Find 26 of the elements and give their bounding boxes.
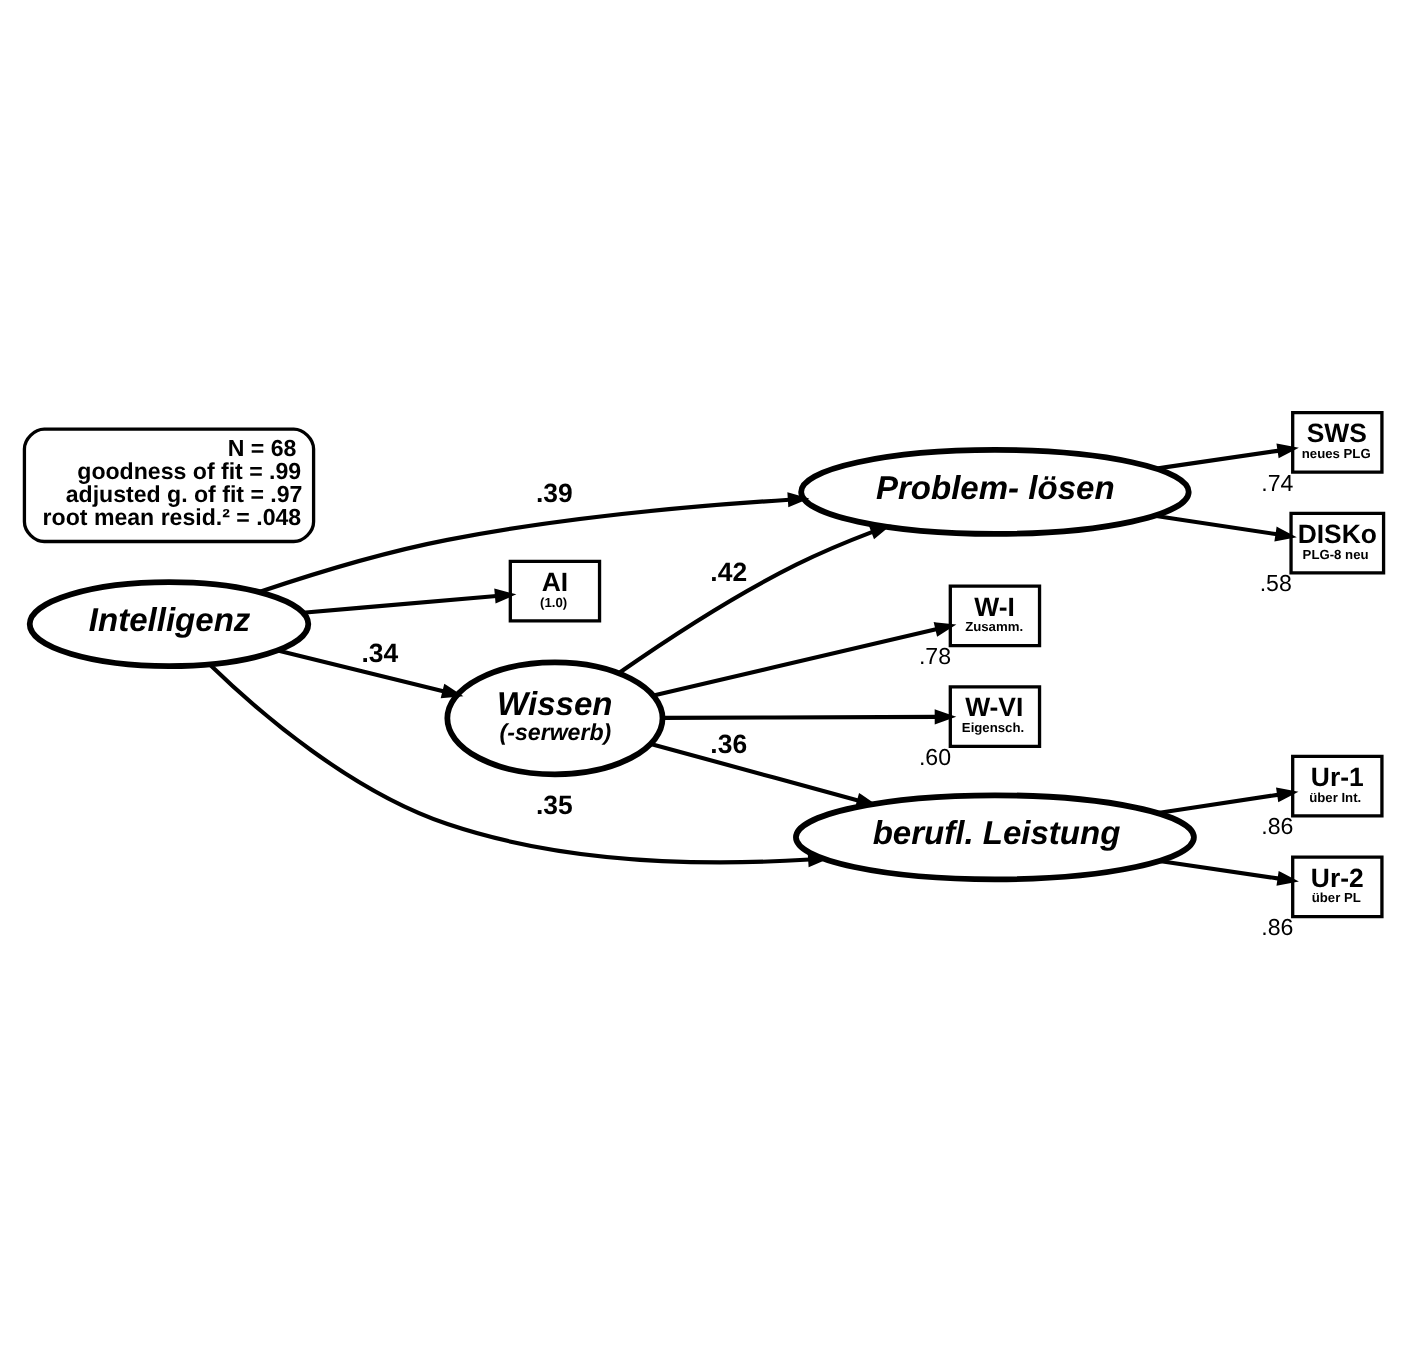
edge-label: .39 <box>535 477 573 508</box>
arrow <box>302 588 517 615</box>
arrow <box>662 709 957 725</box>
node-ellipse: Problem- lösen <box>798 447 1192 537</box>
arrow <box>617 524 892 675</box>
node-ellipse: Intelligenz <box>26 579 312 669</box>
arrow <box>1158 859 1299 886</box>
arrow <box>653 622 957 698</box>
edge-label: .36 <box>710 728 748 759</box>
arrow <box>1157 787 1299 815</box>
edge-label: .42 <box>710 556 748 587</box>
edge-label: .34 <box>361 637 399 668</box>
arrow <box>258 492 810 594</box>
node-ellipse: Wissen (-serwerb) <box>444 659 666 778</box>
node-label: .58 <box>1259 573 1292 598</box>
arrow <box>650 741 878 808</box>
node-box: N = 68 goodness of fit = .99 adjusted g. of fit = .97 root mean resid.² = .048 <box>22 427 316 544</box>
arrow <box>1154 513 1297 542</box>
node-label: .86 <box>1261 917 1294 942</box>
arrow <box>1156 443 1299 471</box>
node-label: .78 <box>918 646 952 671</box>
edge-label: .35 <box>535 789 573 820</box>
node-label: .86 <box>1261 816 1294 841</box>
node-label: .60 <box>918 746 952 771</box>
node-label: .74 <box>1261 472 1294 497</box>
arrow <box>277 648 464 699</box>
